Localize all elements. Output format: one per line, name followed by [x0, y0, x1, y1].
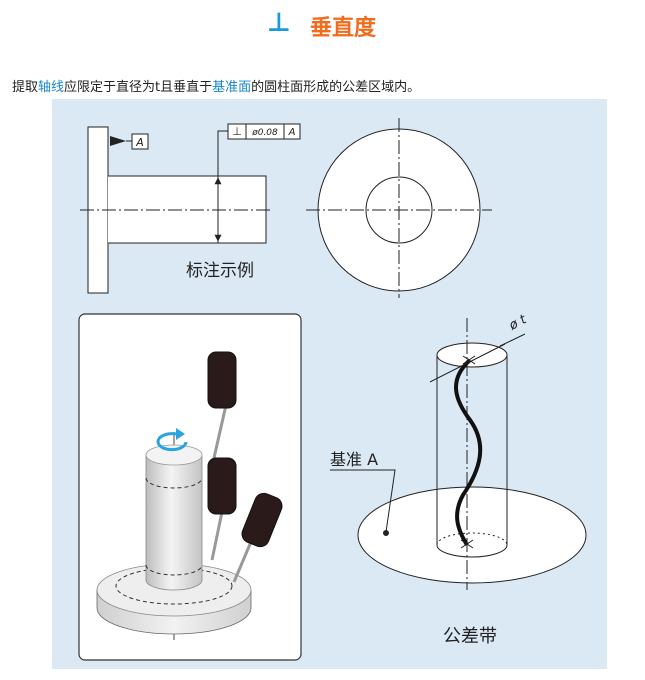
description: 提取轴线应限定于直径为t且垂直于基准面的圆柱面形成的公差区域内。	[12, 76, 420, 95]
datum-letter: A	[135, 136, 144, 149]
link-axis[interactable]: 轴线	[38, 80, 65, 95]
datum-triangle	[110, 136, 126, 146]
drawing-example	[80, 123, 301, 294]
datum-box	[131, 133, 149, 150]
tolerance-zone-diagram	[330, 318, 587, 590]
frame-datum: A	[288, 127, 296, 138]
end-view	[306, 118, 492, 298]
datum-a-label: 基准 A	[330, 450, 378, 469]
desc-text-2: 应限定于直径为t且垂直于	[64, 80, 213, 95]
frame-tolerance: ø0.08	[251, 128, 278, 138]
frame-symbol: ⊥	[232, 125, 242, 138]
link-datum-plane[interactable]: 基准面	[212, 80, 252, 95]
rotation-arrow-icon	[156, 432, 188, 452]
dial-gauge-upper	[207, 351, 237, 459]
desc-text-3: 的圆柱面形成的公差区域内。	[251, 80, 421, 95]
measurement-illustration	[78, 313, 302, 661]
dial-gauge-lower	[232, 492, 283, 583]
tolerance-dia-label: ø t	[506, 312, 530, 334]
tolerance-zone-label: 公差带	[443, 626, 497, 647]
perpendicularity-icon: ⊥	[267, 8, 291, 38]
example-label: 标注示例	[186, 261, 254, 281]
desc-text-1: 提取	[12, 80, 39, 95]
dial-gauge-middle	[207, 457, 237, 561]
title-text: 垂直度	[310, 16, 377, 41]
page-title: ⊥ 垂直度	[0, 6, 645, 42]
